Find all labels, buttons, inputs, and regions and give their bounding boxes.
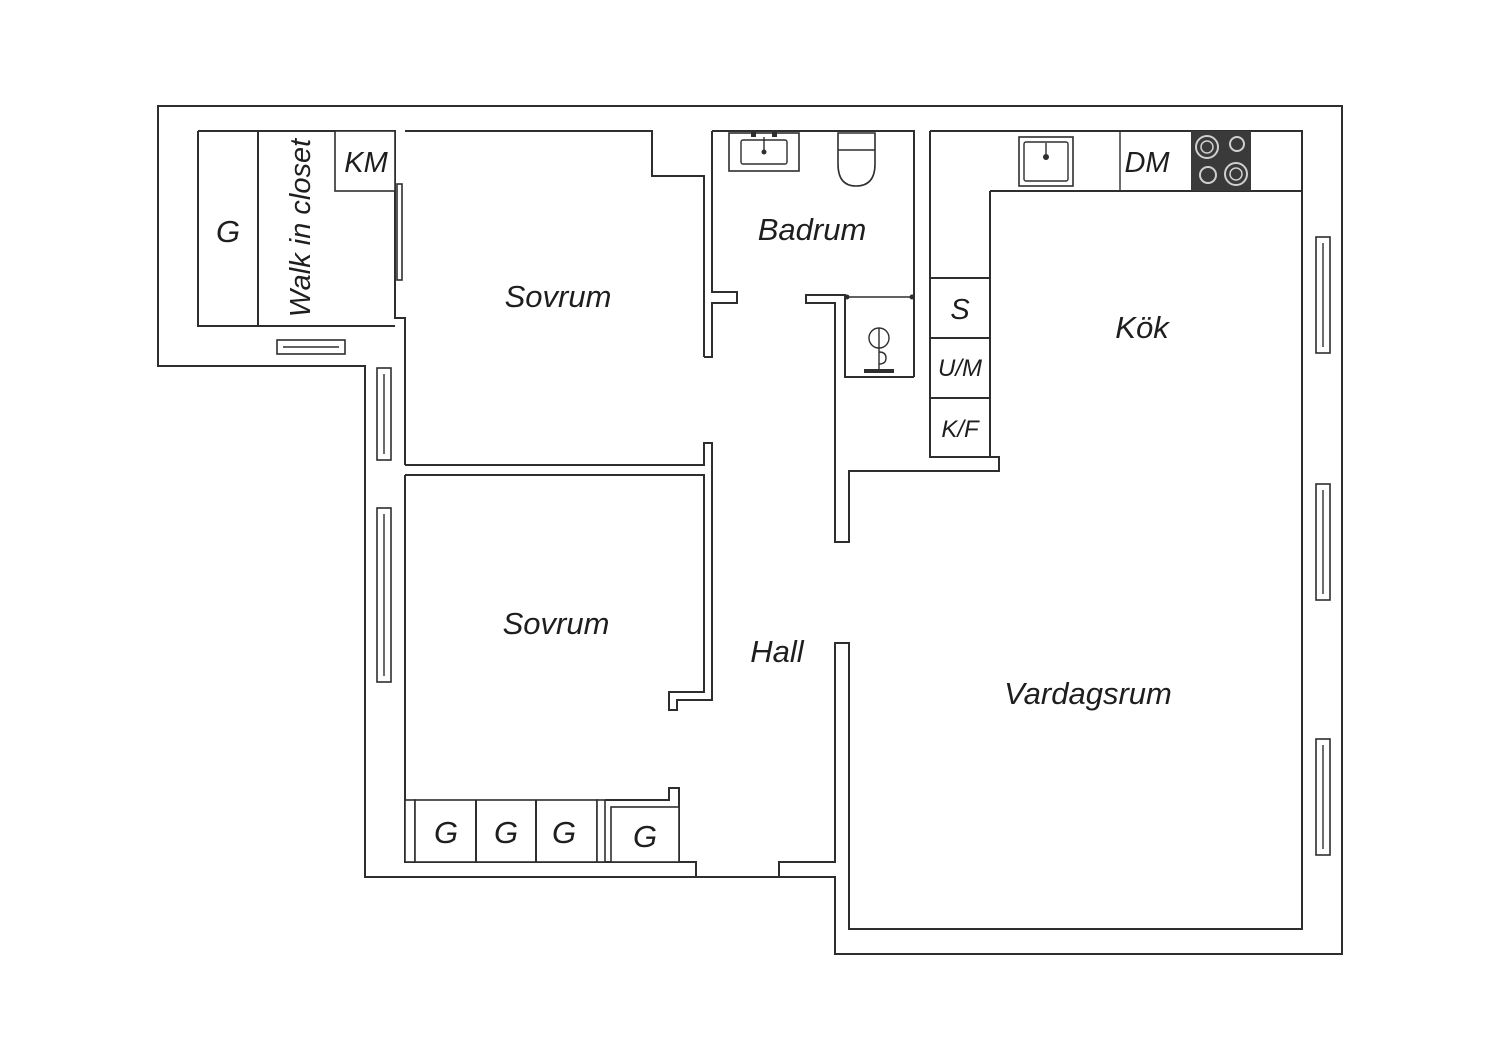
s-label: S: [950, 294, 970, 326]
room-label-badrum: Badrum: [758, 212, 867, 247]
km-cabinet: [334, 130, 396, 192]
wardrobe-label-2: G: [494, 815, 518, 850]
wardrobe-label-single: G: [633, 819, 657, 854]
room-label-sovrum-bottom: Sovrum: [503, 606, 610, 641]
walk-in-closet-label: Walk in closet: [285, 137, 317, 317]
wardrobe-label-1: G: [434, 815, 458, 850]
room-label-sovrum-top: Sovrum: [505, 279, 612, 314]
km-label: KM: [344, 147, 388, 179]
kitchen-fixtures: DM S U/M K/F: [930, 131, 1302, 457]
wardrobe-group: [414, 799, 598, 863]
room-labels: Sovrum Badrum Kök Sovrum Hall Vardagsrum: [503, 212, 1172, 711]
closet-g-label: G: [216, 214, 240, 249]
dm-label: DM: [1124, 147, 1170, 179]
toilet-icon: [837, 132, 876, 187]
room-label-hall: Hall: [750, 634, 805, 669]
stove-icon: [1191, 131, 1251, 191]
walk-in-closet: G KM Walk in closet: [216, 130, 403, 326]
room-label-kok: Kök: [1115, 310, 1170, 345]
wardrobe-label-3: G: [552, 815, 576, 850]
wardrobe-single: [610, 806, 680, 863]
kf-label: K/F: [941, 416, 980, 443]
um-label: U/M: [938, 355, 982, 382]
hall-wardrobes: G G G G: [404, 787, 680, 863]
room-label-vardagsrum: Vardagsrum: [1004, 676, 1172, 711]
outer-walls: [157, 105, 1343, 955]
sliding-door: [396, 183, 403, 281]
bathroom-fixtures: [728, 131, 915, 373]
windows: [276, 236, 1331, 856]
